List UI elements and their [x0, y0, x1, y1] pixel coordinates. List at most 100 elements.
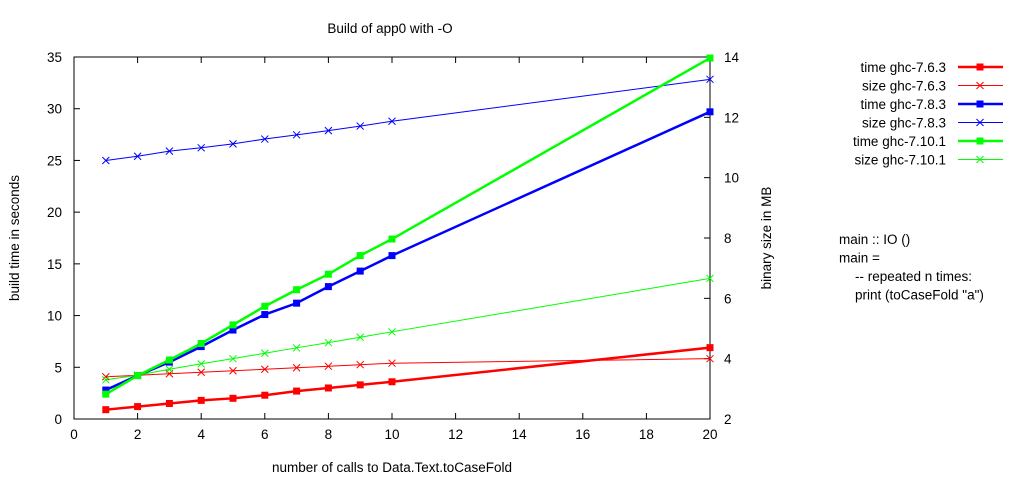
data-point	[197, 359, 206, 368]
y-tick-label: 10	[47, 309, 62, 324]
data-point	[976, 100, 984, 108]
legend-label: size ghc-7.6.3	[862, 79, 946, 94]
x-axis-label: number of calls to Data.Text.toCaseFold	[272, 460, 512, 475]
data-point	[388, 359, 396, 368]
data-point	[261, 302, 269, 310]
x-tick-label: 6	[261, 427, 269, 442]
annotation-line: main =	[839, 251, 880, 266]
y2-tick-label: 10	[724, 171, 739, 186]
y2-tick-label: 8	[724, 231, 732, 246]
annotation-line: main :: IO ()	[839, 232, 910, 247]
data-point	[260, 135, 269, 143]
data-point	[706, 108, 714, 116]
data-point	[976, 63, 984, 71]
y-tick-label: 30	[47, 102, 62, 117]
data-point	[324, 338, 333, 347]
data-point	[356, 122, 365, 130]
x-tick-label: 12	[448, 427, 463, 442]
data-point	[165, 365, 174, 374]
x-tick-label: 16	[575, 427, 590, 442]
data-point	[388, 327, 396, 336]
series-line	[105, 110, 711, 392]
data-point	[324, 362, 333, 371]
x-tick-label: 14	[512, 427, 528, 442]
x-tick-label: 0	[70, 427, 78, 442]
y-tick-label: 0	[54, 412, 62, 427]
data-point	[324, 384, 332, 392]
y-tick-label: 35	[47, 50, 62, 65]
data-point	[165, 356, 173, 364]
data-point	[356, 252, 364, 260]
series-line	[105, 358, 711, 378]
legend-label: size ghc-7.10.1	[854, 153, 946, 168]
data-point	[976, 81, 984, 90]
data-point	[197, 339, 205, 347]
chart-title: Build of app0 with -O	[327, 21, 452, 36]
series-line	[105, 277, 711, 381]
series-line	[105, 346, 711, 411]
data-point	[229, 321, 237, 329]
code-annotation: main :: IO ()main =-- repeated n times:p…	[839, 232, 984, 303]
data-point	[261, 391, 269, 399]
data-point	[324, 126, 333, 135]
data-point	[292, 130, 301, 139]
data-point	[229, 326, 237, 334]
y2-tick-label: 14	[724, 50, 740, 65]
y-axis-label: build time in seconds	[7, 175, 22, 301]
y2-tick-label: 12	[724, 110, 739, 125]
data-point	[197, 396, 205, 404]
data-point	[101, 156, 110, 165]
data-point	[706, 75, 714, 84]
data-point	[165, 147, 174, 155]
x-tick-label: 2	[134, 427, 142, 442]
data-point	[229, 366, 237, 375]
y2-tick-label: 4	[724, 352, 732, 367]
data-point	[292, 363, 301, 372]
data-point	[706, 274, 714, 283]
y2-tick-label: 6	[724, 291, 732, 306]
legend-label: time ghc-7.10.1	[853, 134, 946, 149]
x-tick-label: 10	[384, 427, 399, 442]
data-point	[102, 390, 110, 398]
y-tick-label: 20	[47, 205, 62, 220]
data-point	[356, 360, 365, 369]
x-tick-label: 4	[197, 427, 205, 442]
legend-label: time ghc-7.8.3	[860, 97, 946, 112]
data-point	[706, 344, 714, 352]
series-line	[105, 56, 711, 396]
data-point	[388, 235, 396, 243]
data-point	[102, 406, 110, 414]
annotation-line: print (toCaseFold "a")	[855, 288, 984, 303]
legend-label: time ghc-7.6.3	[860, 60, 946, 75]
data-point	[101, 375, 110, 384]
data-point	[976, 118, 984, 127]
legend-label: size ghc-7.8.3	[862, 116, 946, 131]
data-point	[976, 137, 984, 145]
data-point	[101, 372, 110, 381]
data-point	[324, 270, 332, 278]
x-tick-label: 18	[639, 427, 654, 442]
data-point	[197, 368, 206, 377]
data-point	[706, 54, 714, 62]
data-point	[134, 403, 142, 411]
data-point	[229, 354, 237, 363]
data-point	[356, 381, 364, 389]
data-point	[388, 252, 396, 260]
data-point	[976, 155, 984, 164]
data-point	[260, 365, 269, 374]
data-point	[102, 386, 110, 394]
data-point	[260, 349, 269, 358]
data-point	[324, 283, 332, 291]
legend: time ghc-7.6.3 size ghc-7.6.3 time ghc-7.8…	[853, 60, 1003, 168]
y-tick-label: 25	[47, 153, 62, 168]
data-point	[706, 354, 714, 363]
data-point	[356, 267, 364, 275]
data-point	[229, 394, 237, 402]
data-point	[388, 378, 396, 386]
y-tick-label: 15	[47, 257, 62, 272]
data-point	[133, 152, 142, 161]
y2-tick-label: 2	[724, 412, 732, 427]
annotation-line: -- repeated n times:	[855, 269, 972, 284]
series-line	[105, 78, 711, 161]
